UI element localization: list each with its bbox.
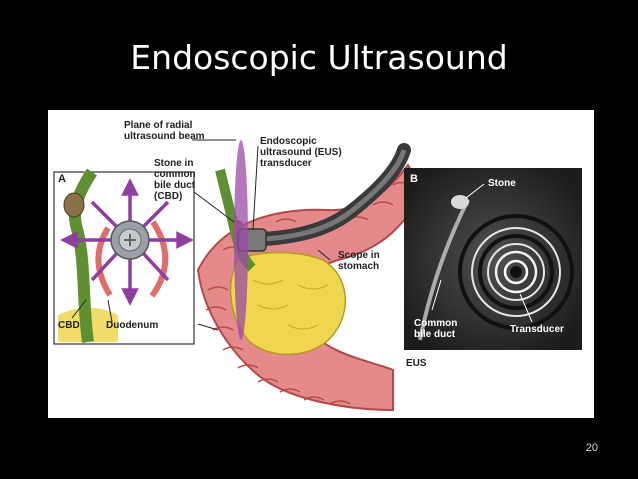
panel-b-caption: EUS bbox=[406, 358, 427, 369]
panel-b-letter: B bbox=[410, 173, 418, 185]
panel-a-duodenum-left bbox=[95, 226, 113, 297]
panel-a-stone bbox=[63, 192, 85, 218]
panel-b-stone bbox=[451, 195, 469, 209]
panel-b-duct-wall bbox=[418, 199, 470, 341]
leader-lines bbox=[71, 139, 331, 331]
panel-a-duodenum-right bbox=[149, 220, 169, 298]
panel-b-transducer bbox=[510, 266, 522, 278]
stone-label: Stone in common bile duct (CBD) bbox=[154, 158, 196, 202]
transducer-label: Endoscopic ultrasound (EUS) transducer bbox=[260, 136, 342, 169]
panel-a-beam-arrows bbox=[60, 178, 194, 306]
panel-b-transducer-label: Transducer bbox=[510, 324, 564, 335]
slide-title: Endoscopic Ultrasound bbox=[130, 38, 508, 77]
pancreas bbox=[229, 251, 347, 356]
panel-b-stone-label: Stone bbox=[488, 178, 516, 189]
plane-label: Plane of radial ultrasound beam bbox=[124, 120, 205, 142]
cbd-label: CBD bbox=[58, 320, 80, 331]
figure-illustration bbox=[53, 139, 582, 412]
tissue-folds bbox=[205, 181, 410, 405]
panel-b-cbd-label: Common bile duct bbox=[414, 318, 458, 340]
figure: Plane of radial ultrasound beam Endoscop… bbox=[48, 110, 594, 418]
panel-a-letter: A bbox=[58, 173, 66, 185]
panel-b-rings bbox=[458, 214, 574, 330]
ultrasound-beam-plane bbox=[234, 140, 248, 340]
duodenum-label: Duodenum bbox=[106, 320, 159, 331]
slide-number: 20 bbox=[585, 442, 598, 454]
panel-a-bile-duct bbox=[69, 168, 98, 343]
scope-label: Scope in stomach bbox=[338, 250, 380, 272]
